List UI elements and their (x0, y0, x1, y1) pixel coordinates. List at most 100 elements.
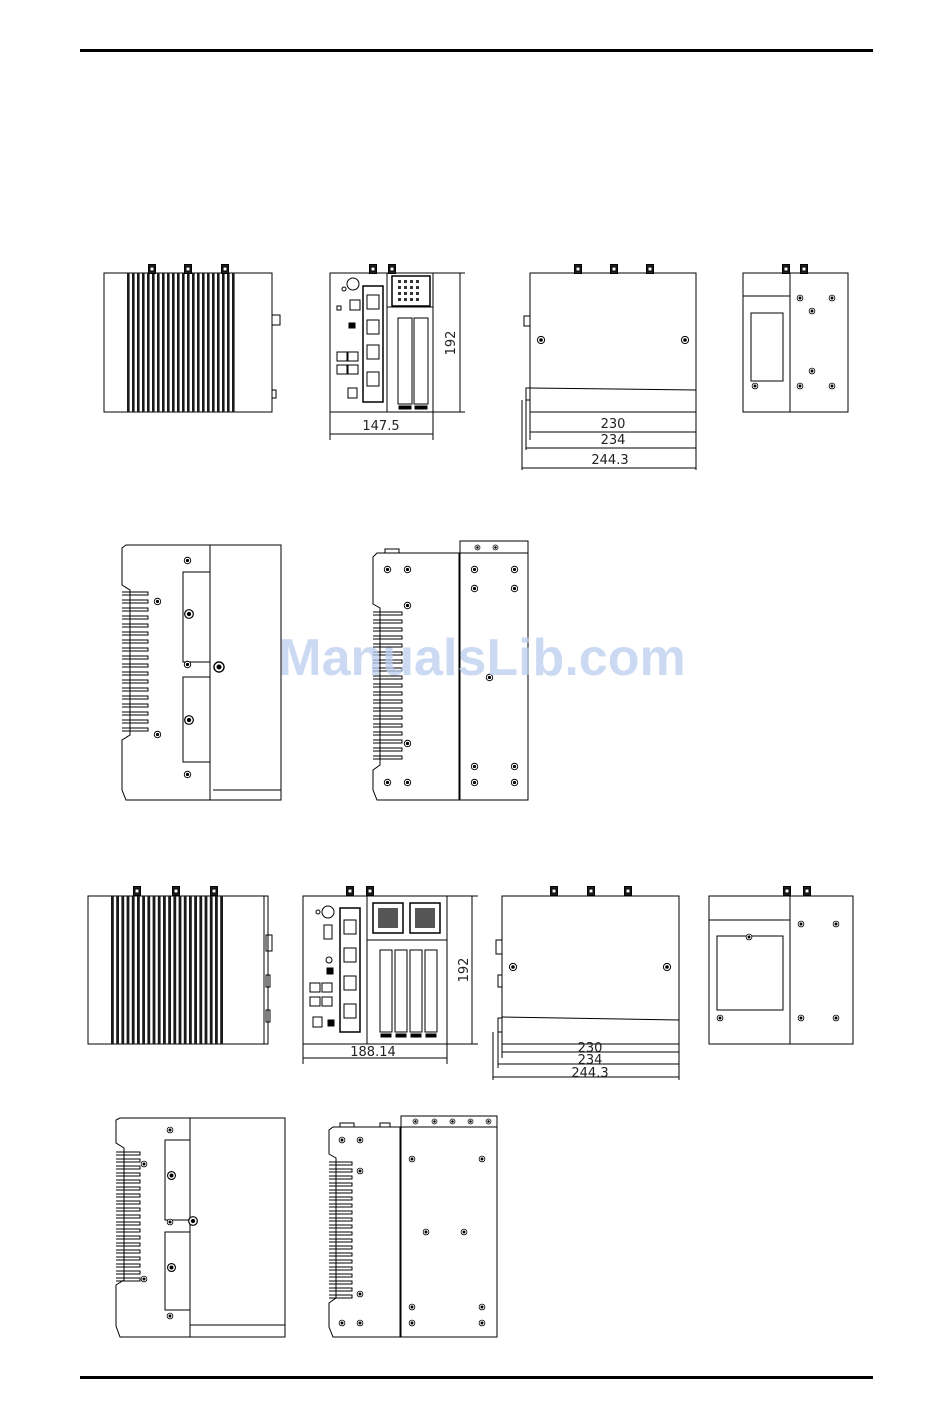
screw-icon (479, 1156, 485, 1162)
screw-icon (404, 566, 410, 572)
screw-icon (141, 1276, 147, 1282)
antenna-icon (173, 887, 180, 896)
dim-large-front-width: 188.14 (350, 1045, 396, 1060)
screw-icon (809, 308, 815, 314)
antenna-icon (804, 887, 811, 896)
screw-icon (409, 1320, 415, 1326)
screw-icon (829, 383, 835, 389)
screw-icon (154, 598, 160, 604)
dim-small-side-234: 234 (601, 433, 626, 448)
antenna-icon (625, 887, 632, 896)
large-bottom-view (116, 1118, 285, 1337)
heatsink-fin (220, 896, 223, 1044)
small-rear-view (743, 265, 848, 413)
heatsink-fin (197, 273, 200, 412)
screw-icon (184, 771, 190, 777)
screw-icon (189, 1217, 198, 1226)
antenna-icon (370, 265, 377, 274)
heatsink-fin (199, 896, 202, 1044)
heatsink-fin (172, 273, 175, 412)
large-top-view (88, 887, 272, 1045)
heatsink-fin (173, 896, 176, 1044)
heatsink-fin (147, 896, 150, 1044)
dim-small-height: 192 (444, 331, 459, 356)
screw-icon (461, 1229, 467, 1235)
heatsink-fin (121, 896, 124, 1044)
screw-icon (413, 1119, 418, 1124)
antenna-icon (367, 887, 374, 896)
screw-icon (185, 716, 194, 725)
antenna-icon (783, 265, 790, 274)
dim-small-front-width: 147.5 (362, 419, 399, 434)
screw-icon (468, 1119, 473, 1124)
heatsink-fin (132, 896, 135, 1044)
screw-icon (339, 1137, 345, 1143)
screw-icon (141, 1161, 147, 1167)
screw-icon (432, 1119, 437, 1124)
screw-icon (184, 557, 190, 563)
heatsink-fin (137, 273, 140, 412)
antenna-icon (551, 887, 558, 896)
heatsink-fin (205, 896, 208, 1044)
screw-icon (511, 779, 517, 785)
heatsink-fin (182, 273, 185, 412)
heatsink-fin (153, 896, 156, 1044)
heatsink-fin (212, 273, 215, 412)
screw-icon (798, 921, 804, 927)
screw-icon (214, 662, 224, 672)
screw-icon (167, 1313, 173, 1319)
heatsink-fin (132, 273, 135, 412)
heatsink-fin (194, 896, 197, 1044)
screw-icon (809, 368, 815, 374)
heatsink-fin (163, 896, 166, 1044)
screw-icon (746, 934, 752, 940)
screw-icon (486, 1119, 491, 1124)
screw-icon (493, 545, 498, 550)
screw-icon (663, 963, 670, 970)
antenna-icon (211, 887, 218, 896)
antenna-icon (347, 887, 354, 896)
large-top-view-2 (329, 1116, 497, 1337)
screw-icon (752, 383, 758, 389)
small-top-view (104, 265, 280, 413)
heatsink-fin (227, 273, 230, 412)
heatsink-fin (184, 896, 187, 1044)
heatsink-fin (232, 273, 235, 412)
heatsink-fin (167, 273, 170, 412)
heatsink-fin (162, 273, 165, 412)
screw-icon (509, 963, 516, 970)
large-front-view (303, 887, 478, 1065)
heatsink-fin (137, 896, 140, 1044)
screw-icon (168, 1172, 176, 1180)
screw-icon (681, 336, 688, 343)
heatsink-fin (127, 896, 130, 1044)
screw-icon (409, 1304, 415, 1310)
screw-icon (475, 545, 480, 550)
screw-icon (450, 1119, 455, 1124)
heatsink-fin (168, 896, 171, 1044)
screw-icon (511, 763, 517, 769)
heatsink-fin (187, 273, 190, 412)
screw-icon (833, 1015, 839, 1021)
screw-icon (339, 1320, 345, 1326)
heatsink-fin (215, 896, 218, 1044)
heatsink-fin (158, 896, 161, 1044)
screw-icon (185, 610, 194, 619)
screw-icon (471, 585, 477, 591)
screw-icon (357, 1137, 363, 1143)
screw-icon (798, 1015, 804, 1021)
screw-icon (423, 1229, 429, 1235)
antenna-icon (185, 265, 192, 274)
dim-large-height: 192 (457, 958, 472, 983)
small-bottom-view (122, 545, 281, 800)
screw-icon (357, 1168, 363, 1174)
screw-icon (357, 1291, 363, 1297)
antenna-icon (389, 265, 396, 274)
screw-icon (184, 661, 190, 667)
heatsink-fin (111, 896, 114, 1044)
heatsink-fin (142, 896, 145, 1044)
screw-icon (471, 779, 477, 785)
screw-icon (717, 1015, 723, 1021)
heatsink-fin (116, 896, 119, 1044)
